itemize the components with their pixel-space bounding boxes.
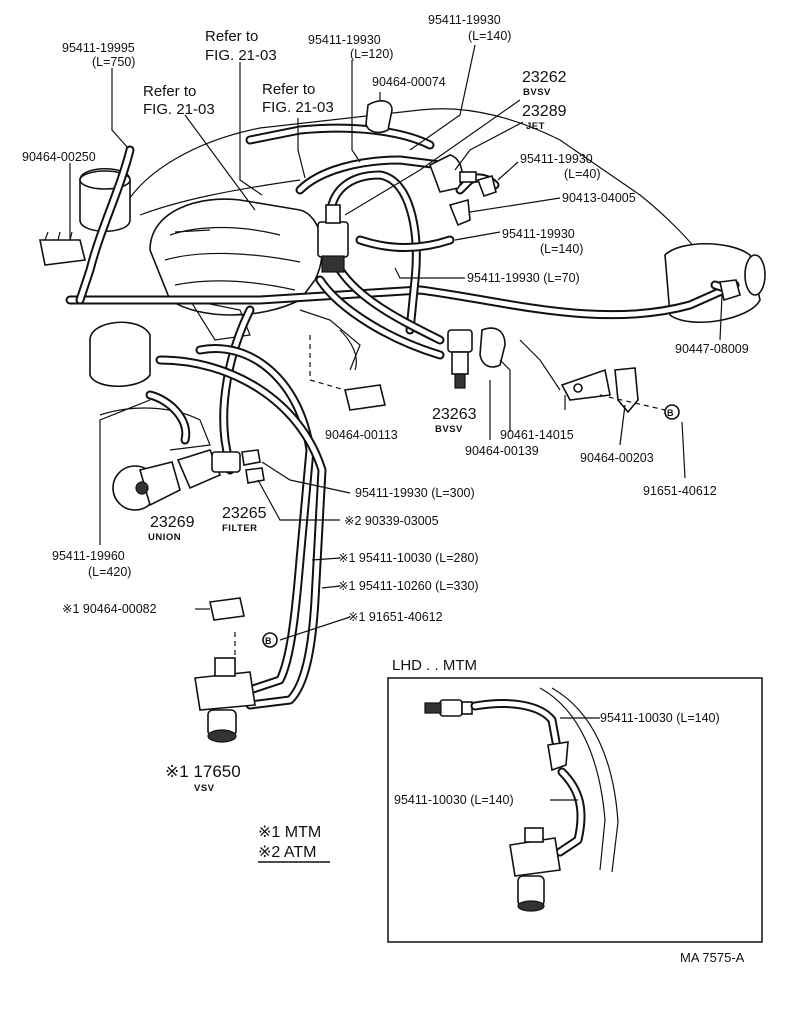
label-95411-19930-l40-len: (L=40) <box>564 167 600 181</box>
label-90447-08009: 90447-08009 <box>675 342 749 356</box>
inset-fitting <box>547 741 569 772</box>
label-95411-19930-l300: 95411-19930 (L=300) <box>355 486 475 500</box>
label-17650: ※1 17650 <box>165 762 241 781</box>
legend-atm: ※2 ATM <box>258 844 316 861</box>
jet-23289 <box>429 154 477 193</box>
leader-lines <box>69 44 723 660</box>
label-95411-19960-len: (L=420) <box>88 565 131 579</box>
label-refer-fig-1a: Refer to <box>205 28 258 45</box>
filter-23265 <box>176 449 241 490</box>
drawing-code: MA 7575-A <box>680 950 745 965</box>
label-refer-fig-3b: FIG. 21-03 <box>262 99 334 116</box>
label-90461-14015: 90461-14015 <box>500 428 574 442</box>
hose-clip <box>241 449 261 466</box>
label-95411-19930-l140b: 95411-19930 <box>502 227 575 241</box>
label-23289-sub: JET <box>526 121 545 132</box>
inset-lhd-mtm: LHD . . MTM 95411-10030 (L=140) <box>387 657 763 943</box>
label-23265-sub: FILTER <box>222 523 258 534</box>
label-refer-fig-2a: Refer to <box>143 83 196 100</box>
label-23265: 23265 <box>222 505 267 522</box>
label-23289: 23289 <box>522 103 567 120</box>
hoses <box>65 123 740 710</box>
union-23269 <box>112 461 181 511</box>
components: B B <box>39 100 741 743</box>
label-refer-fig-1b: FIG. 21-03 <box>205 47 277 64</box>
label-95411-19930-l70: 95411-19930 (L=70) <box>467 271 580 285</box>
label-90464-00203: 90464-00203 <box>580 451 654 465</box>
connector-b-mark <box>262 632 278 648</box>
label-23269-sub: UNION <box>148 532 181 543</box>
inset-hose-label-1: 95411-10030 (L=140) <box>600 711 720 725</box>
hose-clip <box>245 467 265 484</box>
label-90464-00250: 90464-00250 <box>22 150 96 164</box>
label-90413-04005: 90413-04005 <box>562 191 636 205</box>
label-95411-19930-l140a: 95411-19930 <box>428 13 501 27</box>
fitting-90413-04005 <box>448 198 471 227</box>
label-17650-sub: VSV <box>194 783 215 794</box>
label-23262: 23262 <box>522 69 567 86</box>
label-95411-19930-l120: 95411-19930 <box>308 33 381 47</box>
label-23263: 23263 <box>432 406 477 423</box>
legend-mtm: ※1 MTM <box>258 824 321 841</box>
label-refer-fig-2b: FIG. 21-03 <box>143 101 215 118</box>
label-23269: 23269 <box>150 514 195 531</box>
label-95411-19930-l140b-len: (L=140) <box>540 242 583 256</box>
connector-b-mark <box>664 404 680 420</box>
mark-b-2: B <box>265 636 272 646</box>
bracket-90461-14015 <box>560 368 611 401</box>
clip-90464-00203 <box>614 367 639 414</box>
inset-frame <box>387 677 763 943</box>
label-90464-00139: 90464-00139 <box>465 444 539 458</box>
label-95411-19930-l140a-len: (L=140) <box>468 29 511 43</box>
mark-b-1: B <box>667 408 674 418</box>
clip-90464-00113 <box>344 384 386 411</box>
label-refer-fig-3a: Refer to <box>262 81 315 98</box>
label-90464-00074: 90464-00074 <box>372 75 446 89</box>
label-23263-sub: BVSV <box>435 424 463 435</box>
label-95411-19930-l40: 95411-19930 <box>520 152 593 166</box>
clip-90464-00250 <box>39 239 86 266</box>
clip-90464-00074 <box>365 100 393 134</box>
label-95411-19960: 95411-19960 <box>52 549 125 563</box>
clip-90464-00139 <box>479 327 506 368</box>
inset-sensor <box>424 699 473 717</box>
label-95411-19995: 95411-19995 <box>62 41 135 55</box>
label-23262-sub: BVSV <box>523 87 551 98</box>
label-90339-03005: ※2 90339-03005 <box>344 514 439 528</box>
label-95411-19930-l120-len: (L=120) <box>350 47 393 61</box>
bvsv-23263 <box>447 329 473 389</box>
label-95411-10260-l330: ※1 95411-10260 (L=330) <box>338 579 479 593</box>
legend: ※1 MTM ※2 ATM <box>258 824 330 863</box>
vsv-17650 <box>194 657 256 743</box>
label-95411-19995-len: (L=750) <box>92 55 135 69</box>
inset-hose-label-2: 95411-10030 (L=140) <box>394 793 514 807</box>
label-91651-40612: 91651-40612 <box>643 484 717 498</box>
inset-title: LHD . . MTM <box>392 657 477 674</box>
clip-90464-00082 <box>209 597 245 621</box>
label-90464-00082: ※1 90464-00082 <box>62 602 157 616</box>
engine-outline <box>79 108 766 451</box>
part-labels: 95411-19995 (L=750) Refer to FIG. 21-03 … <box>22 13 749 794</box>
fitting-elbow <box>476 175 497 198</box>
bvsv-23262 <box>317 204 349 273</box>
connector-90447-08009 <box>719 279 741 302</box>
label-91651-40612-mtm: ※1 91651-40612 <box>348 610 443 624</box>
label-90464-00113: 90464-00113 <box>325 428 398 442</box>
inset-vsv <box>509 827 561 912</box>
label-95411-10030-l280: ※1 95411-10030 (L=280) <box>338 551 479 565</box>
